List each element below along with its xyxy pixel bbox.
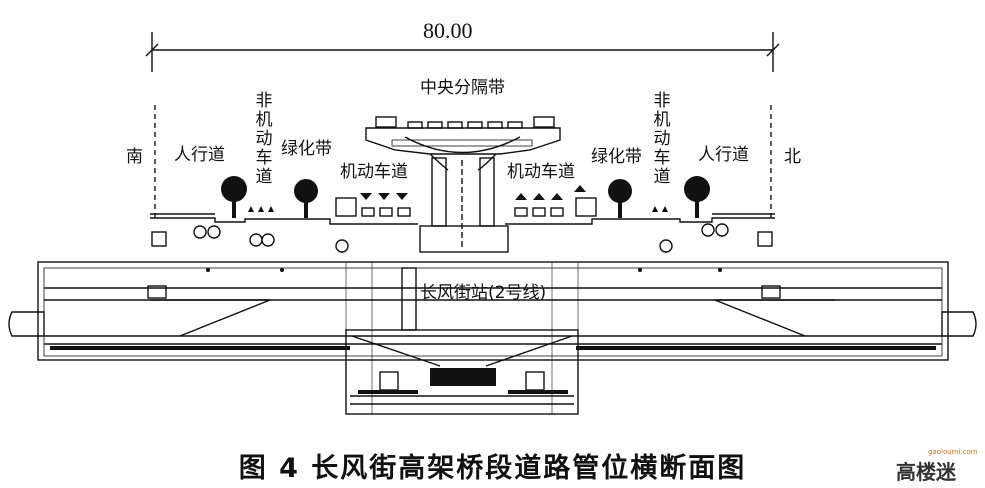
overall-width-dimension: 80.00: [423, 18, 473, 43]
watermark-url: gaoloumi.com: [928, 448, 978, 456]
nonmotor-left-label: 非机动车道: [255, 91, 273, 187]
median-label: 中央分隔带: [420, 78, 505, 98]
south-label: 南: [126, 147, 143, 167]
nonmotor-right-label: 非机动车道: [653, 91, 671, 187]
pier-foundation: [419, 225, 509, 253]
motor-lane-right-label: 机动车道: [507, 162, 575, 182]
sidewalk-right-label: 人行道: [698, 145, 749, 165]
station-label: 长风街站(2号线): [420, 283, 547, 303]
figure-caption: 图 4 长风街高架桥段道路管位横断面图: [238, 453, 747, 484]
green-belt-right-label: 绿化带: [591, 147, 642, 167]
road-surface: [150, 217, 775, 225]
viaduct-pier: [431, 157, 447, 227]
station-box: [37, 261, 949, 361]
watermark-logo: 高楼迷: [896, 460, 956, 484]
north-label: 北: [784, 147, 801, 167]
viaduct-deck: [365, 127, 561, 155]
green-belt-left-label: 绿化带: [281, 139, 332, 159]
sidewalk-left-label: 人行道: [174, 145, 225, 165]
motor-lane-left-label: 机动车道: [340, 162, 408, 182]
